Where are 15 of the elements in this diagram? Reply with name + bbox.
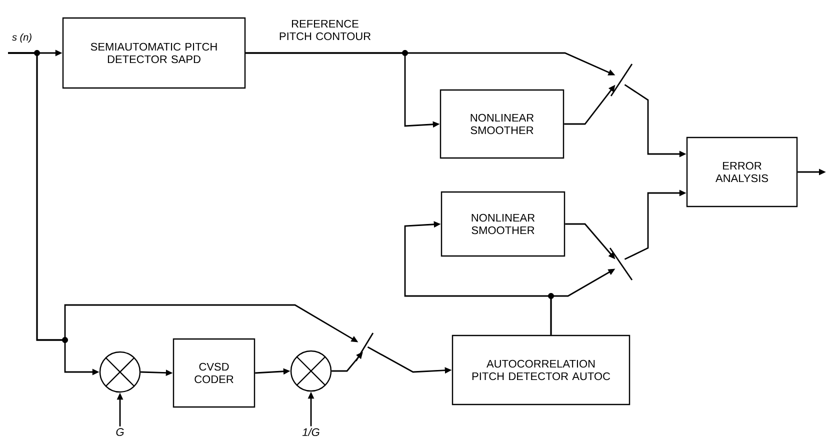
- signal-label: s (n): [12, 33, 32, 43]
- process-box: AUTOCORRELATION PITCH DETECTOR AUTOC: [452, 334, 630, 406]
- multiplier-symbol: [290, 350, 332, 392]
- process-box: ERROR ANALYSIS: [686, 136, 798, 208]
- process-box: NONLINEAR SMOOTHER: [440, 89, 564, 159]
- switch-symbol: [610, 64, 633, 96]
- input-label: 1/G: [302, 428, 320, 436]
- input-label: G: [116, 428, 124, 436]
- process-box: NONLINEAR SMOOTHER: [440, 191, 566, 257]
- process-box: SEMIAUTOMATIC PITCH DETECTOR SAPD: [62, 17, 246, 89]
- switch-symbol: [355, 332, 374, 362]
- process-box: CVSD CODER: [172, 338, 256, 408]
- switch-symbol: [609, 248, 633, 280]
- edge-label: REFERENCE PITCH CONTOUR: [280, 20, 371, 40]
- multiplier-symbol: [99, 351, 141, 393]
